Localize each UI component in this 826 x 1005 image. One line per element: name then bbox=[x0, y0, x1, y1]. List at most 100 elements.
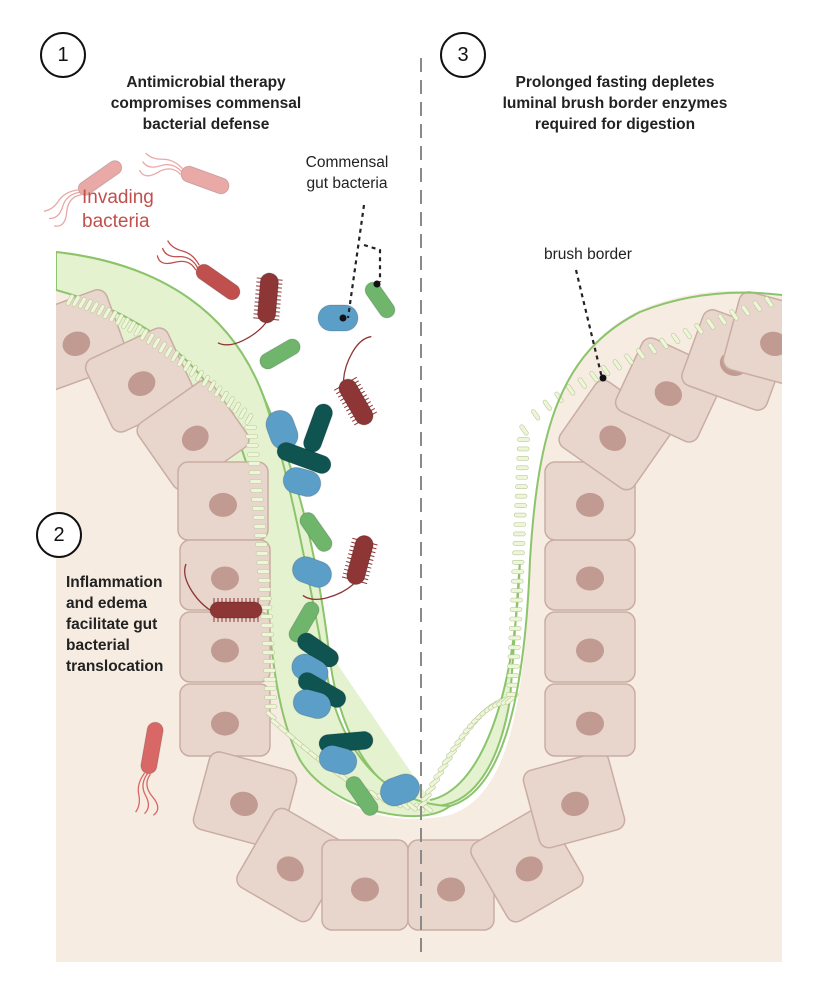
invading-bacterium bbox=[156, 240, 241, 301]
microvillus bbox=[250, 488, 263, 493]
microvillus bbox=[121, 317, 130, 329]
cell-nucleus bbox=[561, 791, 589, 817]
commensal-bacterium bbox=[364, 281, 396, 319]
bacterium-body bbox=[346, 535, 374, 585]
microvillus bbox=[262, 650, 275, 655]
microvillus bbox=[612, 359, 622, 371]
microvillus bbox=[164, 346, 174, 358]
bacterium-body bbox=[317, 304, 359, 332]
microvillus bbox=[512, 550, 525, 556]
flagellum bbox=[161, 247, 199, 268]
microvillus bbox=[249, 479, 263, 484]
cell-nucleus bbox=[276, 856, 304, 882]
microvillus bbox=[577, 377, 587, 389]
microvillus bbox=[255, 542, 268, 547]
flagellum bbox=[302, 583, 354, 601]
microvillus bbox=[507, 663, 520, 669]
bacterium-body bbox=[140, 721, 164, 775]
epithelial-cell bbox=[321, 839, 409, 931]
microvillus bbox=[133, 324, 143, 337]
microvillus bbox=[252, 515, 266, 520]
microvillus bbox=[506, 673, 520, 679]
microvillus bbox=[636, 348, 646, 360]
microvillus bbox=[512, 541, 526, 546]
microvillus bbox=[65, 294, 75, 306]
brush-border-microvilli bbox=[65, 294, 774, 813]
microvillus bbox=[437, 762, 449, 773]
brush-border-leader-dot bbox=[599, 374, 607, 382]
commensal-bacterium bbox=[379, 773, 421, 807]
panel-2-caption: Inflammation and edema facilitate gut ba… bbox=[66, 572, 196, 677]
commensal-bacterium bbox=[317, 304, 359, 332]
microvillus bbox=[516, 456, 530, 461]
cell-nucleus bbox=[211, 711, 239, 736]
microvillus bbox=[729, 309, 739, 321]
epithelial-cell bbox=[522, 751, 626, 849]
caption-line: translocation bbox=[66, 658, 164, 675]
step-2-badge: 2 bbox=[36, 512, 82, 558]
microvillus bbox=[507, 654, 521, 660]
caption-line: Prolonged fasting depletes bbox=[515, 74, 715, 91]
microvillus bbox=[108, 310, 118, 323]
bacterium-body bbox=[291, 556, 333, 588]
bacterium-body bbox=[180, 165, 230, 195]
microvillus bbox=[176, 355, 186, 367]
microvillus bbox=[566, 384, 576, 396]
microvillus bbox=[515, 484, 528, 490]
microvillus bbox=[508, 626, 522, 631]
microvillus bbox=[170, 350, 180, 363]
bacterium-body bbox=[338, 378, 374, 426]
epithelial-cell bbox=[407, 839, 495, 931]
microvillus bbox=[251, 497, 264, 502]
cell-nucleus bbox=[576, 566, 604, 591]
microvillus bbox=[246, 443, 259, 448]
invading-label-line: Invading bbox=[82, 187, 154, 208]
microvillus bbox=[139, 328, 149, 341]
microvillus bbox=[258, 587, 272, 592]
step-1-badge: 1 bbox=[40, 32, 86, 78]
caption-line: Inflammation bbox=[66, 574, 163, 591]
commensal-bacterium bbox=[303, 403, 333, 453]
flagellum bbox=[49, 191, 80, 220]
microvillus bbox=[589, 371, 599, 383]
microvillus bbox=[264, 704, 278, 709]
microvillus bbox=[256, 560, 270, 565]
commensal-bacterium bbox=[345, 776, 379, 816]
bacteria-group bbox=[43, 152, 421, 816]
commensal-label-line: gut bacteria bbox=[306, 175, 388, 192]
microvillus bbox=[509, 607, 523, 612]
flagellum bbox=[146, 773, 159, 816]
commensal-leader-dot-2 bbox=[373, 280, 381, 288]
caption-line: luminal brush border enzymes bbox=[502, 95, 728, 112]
microvillus bbox=[263, 668, 276, 673]
microvillus bbox=[254, 533, 267, 538]
microvillus bbox=[244, 425, 258, 430]
bacterium-body bbox=[379, 773, 421, 807]
microvillus bbox=[260, 614, 273, 619]
microvillus bbox=[182, 360, 192, 372]
microvillus bbox=[152, 337, 161, 349]
commensal-bacterium bbox=[292, 688, 332, 720]
cell-nucleus bbox=[211, 638, 239, 663]
microvillus bbox=[516, 446, 530, 452]
microvillus bbox=[601, 365, 611, 377]
epithelial-cell bbox=[544, 539, 636, 611]
caption-line: bacterial defense bbox=[142, 116, 270, 133]
microvillus bbox=[647, 342, 657, 355]
cell-nucleus bbox=[211, 566, 239, 591]
microvillus bbox=[515, 474, 529, 480]
microvillus bbox=[102, 307, 112, 319]
microvillus bbox=[257, 578, 271, 583]
flagellum bbox=[167, 240, 200, 266]
flagellum bbox=[156, 255, 197, 271]
microvillus bbox=[752, 300, 762, 312]
microvillus bbox=[514, 493, 528, 499]
microvillus bbox=[514, 503, 527, 508]
commensal-bacteria-label: Commensal gut bacteria bbox=[292, 152, 402, 194]
flagellum bbox=[135, 772, 146, 813]
microvillus bbox=[706, 318, 716, 330]
bacterium-body bbox=[364, 281, 396, 319]
microvillus bbox=[511, 569, 525, 575]
flagellum bbox=[142, 773, 150, 815]
microvillus bbox=[682, 327, 692, 340]
